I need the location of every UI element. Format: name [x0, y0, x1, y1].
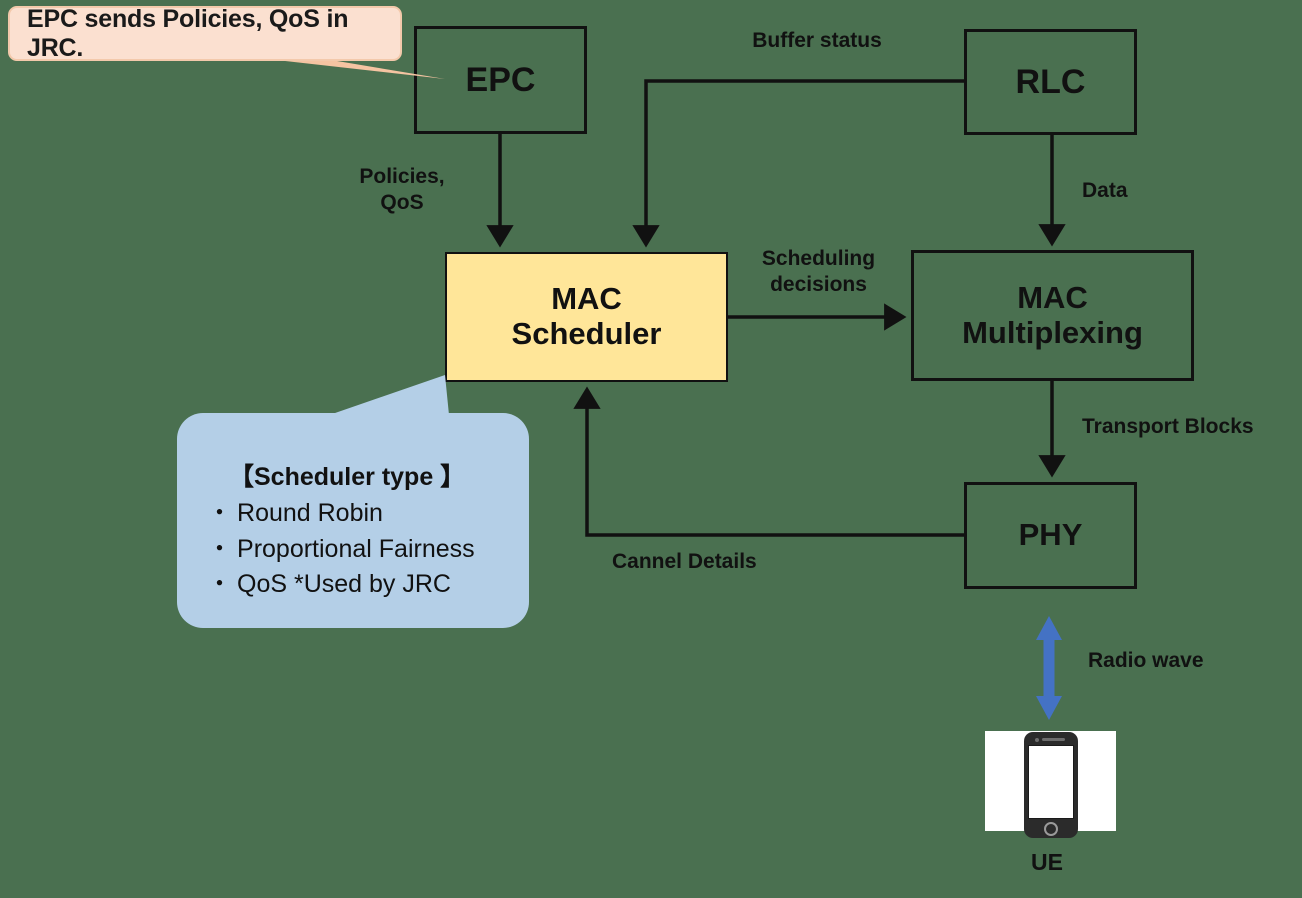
bullet-icon: ・ — [207, 499, 233, 527]
callout-scheduler-types[interactable]: 【Scheduler type 】 ・Round Robin ・Proporti… — [177, 413, 529, 628]
edge-label-radio-wave: Radio wave — [1088, 649, 1204, 672]
node-epc[interactable]: EPC — [414, 26, 587, 134]
bullet-icon: ・ — [207, 570, 233, 598]
node-mac-multiplexing-label: MAC Multiplexing — [962, 279, 1143, 350]
scheduler-type-item: ・Proportional Fairness — [207, 532, 529, 568]
node-phy-label: PHY — [1018, 517, 1083, 553]
scheduler-type-item: ・QoS *Used by JRC — [207, 567, 529, 603]
node-mac-scheduler-label: MAC Scheduler — [511, 281, 662, 351]
scheduler-type-label: Round Robin — [237, 499, 383, 527]
edge-label-policies-qos: Policies, QoS — [359, 165, 445, 214]
node-mac-scheduler[interactable]: MAC Scheduler — [445, 252, 728, 382]
edge-label-transport-blocks: Transport Blocks — [1082, 415, 1254, 438]
edge-rlc-to-mac-scheduler — [632, 79, 964, 248]
node-ue-label: UE — [1031, 849, 1063, 875]
callout-epc[interactable]: EPC sends Policies, QoS in JRC. — [8, 4, 402, 62]
scheduler-type-item: ・Round Robin — [207, 496, 529, 532]
edge-phy-to-mac-scheduler — [573, 386, 964, 537]
node-rlc-label: RLC — [1015, 62, 1086, 101]
phone-screen — [1028, 745, 1074, 819]
edge-label-cannel-details: Cannel Details — [612, 550, 757, 573]
callout-epc-text: EPC sends Policies, QoS in JRC. — [27, 4, 349, 62]
edge-label-buffer-status: Buffer status — [752, 29, 882, 52]
node-phy[interactable]: PHY — [964, 482, 1137, 589]
node-epc-label: EPC — [465, 60, 536, 99]
scheduler-type-label-highlighted: QoS *Used by JRC — [237, 570, 451, 598]
edge-radio-wave-double-arrow — [1036, 616, 1062, 720]
phone-speaker-icon — [1042, 738, 1065, 741]
callout-scheduler-title: 【Scheduler type 】 — [229, 463, 466, 491]
ue-phone-icon — [1024, 732, 1078, 838]
node-rlc[interactable]: RLC — [964, 29, 1137, 135]
phone-camera-icon — [1035, 737, 1039, 742]
phone-home-button-icon — [1044, 822, 1058, 836]
edge-label-scheduling-decisions: Scheduling decisions — [761, 247, 876, 296]
edge-label-data: Data — [1082, 179, 1128, 202]
node-mac-multiplexing[interactable]: MAC Multiplexing — [911, 250, 1194, 381]
bullet-icon: ・ — [207, 534, 233, 563]
scheduler-type-label: Proportional Fairness — [237, 534, 475, 563]
